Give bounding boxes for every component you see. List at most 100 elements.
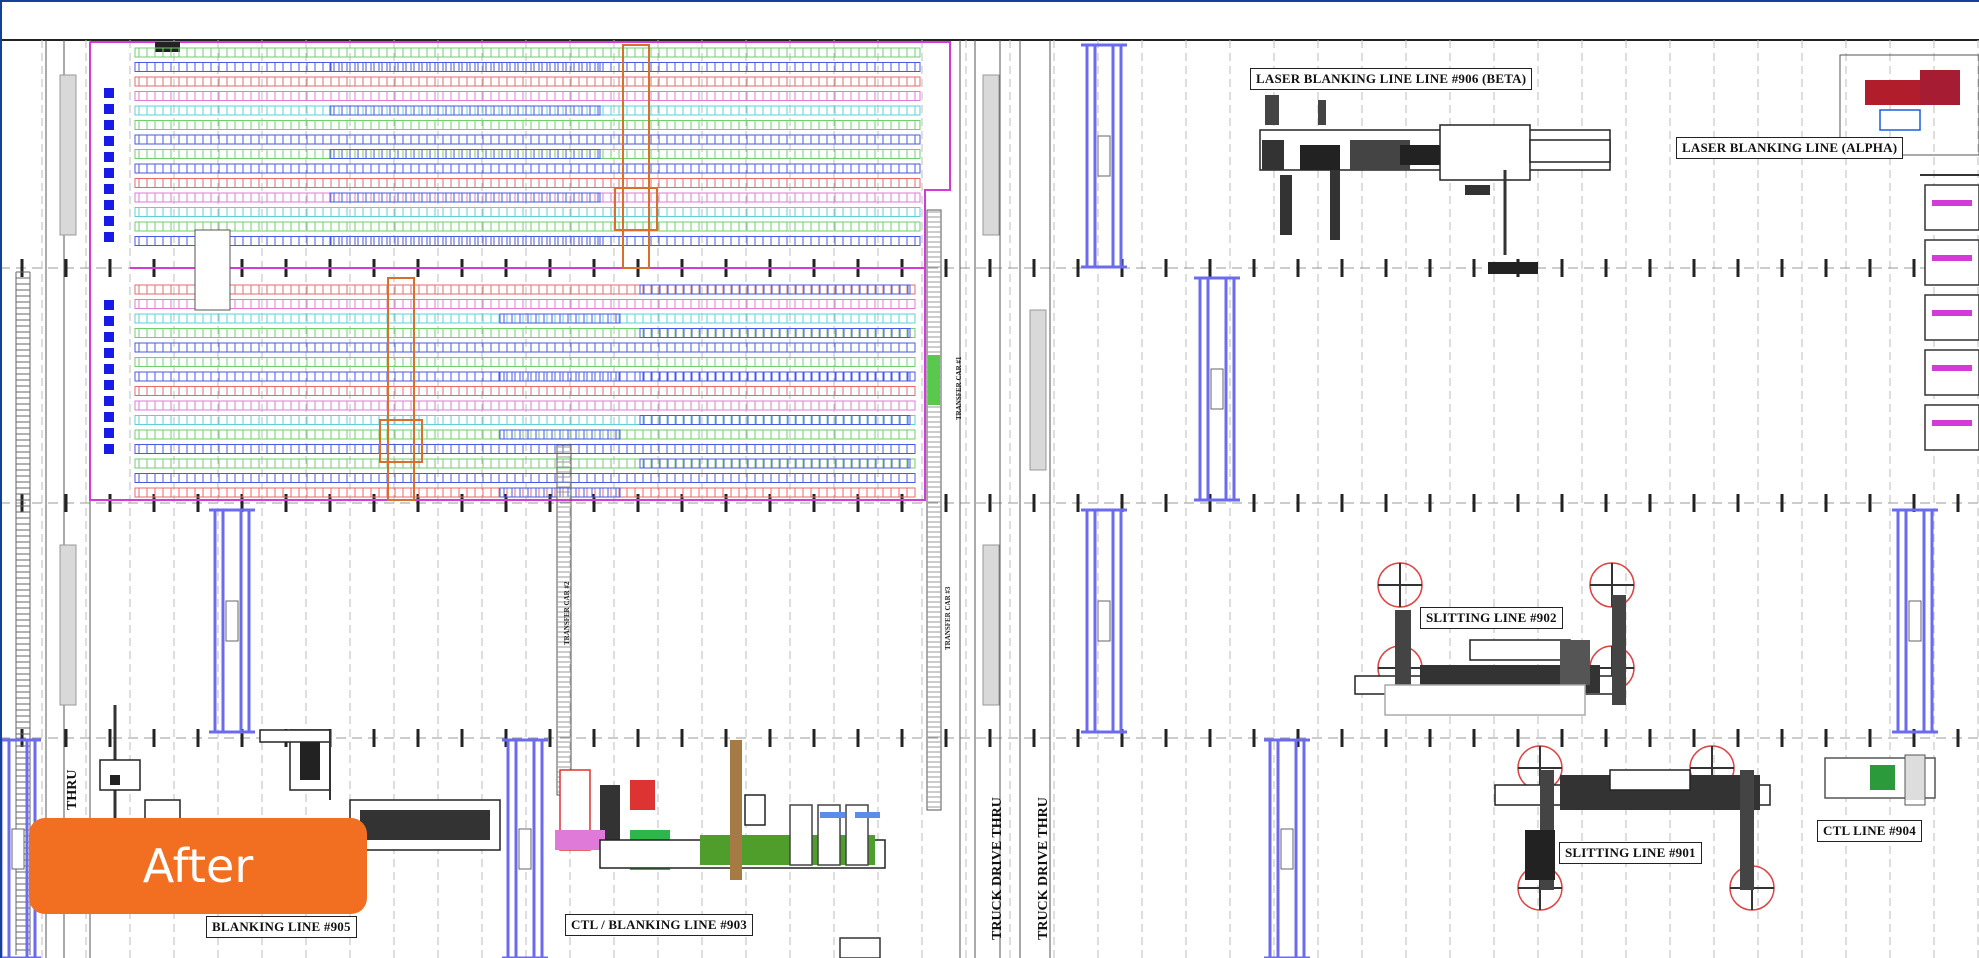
rack-row	[134, 386, 916, 396]
rack-row	[134, 221, 921, 232]
machine-part	[1924, 404, 1979, 451]
column-marker	[1164, 259, 1168, 277]
column-marker	[988, 259, 992, 277]
rack-row	[134, 444, 916, 454]
rack-row	[134, 429, 916, 440]
column-marker	[1780, 494, 1784, 512]
marker-square	[104, 232, 114, 242]
top-margin	[0, 0, 1979, 40]
column-marker	[152, 494, 156, 512]
machine-block	[300, 740, 320, 780]
machine-block	[730, 740, 742, 880]
rack-row	[134, 342, 916, 353]
column-marker	[20, 259, 24, 277]
transfer-car	[928, 355, 940, 405]
column-marker	[1516, 494, 1520, 512]
marker-square	[104, 152, 114, 162]
column-marker	[1208, 729, 1212, 747]
column-marker	[1208, 259, 1212, 277]
label-transfer-car-3: TRANSFER CAR #3	[944, 586, 952, 650]
label-transfer-car-2: TRANSFER CAR #2	[563, 581, 571, 645]
crane-bay	[1896, 508, 1908, 734]
after-badge: After	[29, 818, 367, 914]
storage-border	[89, 41, 951, 501]
column-marker	[680, 729, 684, 747]
column-marker	[504, 729, 508, 747]
machine-part	[1924, 349, 1979, 396]
column-marker	[548, 494, 552, 512]
column-marker	[944, 729, 948, 747]
marker-square	[104, 412, 114, 422]
rack-row	[329, 105, 601, 116]
machine-block	[1300, 145, 1340, 170]
column-marker	[460, 494, 464, 512]
marker-square	[104, 104, 114, 114]
crane-bay	[213, 508, 225, 734]
column-marker	[1384, 259, 1388, 277]
crane-bay	[506, 738, 518, 958]
column-marker	[548, 729, 552, 747]
column-marker	[1032, 494, 1036, 512]
rack-row	[134, 149, 921, 159]
machine-block	[360, 810, 490, 840]
rack-row	[134, 487, 916, 498]
crane-bay-label-box	[518, 828, 532, 870]
machine-block	[1932, 200, 1972, 206]
rack-row	[134, 236, 921, 246]
column-marker	[1648, 494, 1652, 512]
machine-block	[1262, 140, 1284, 170]
machine-part	[817, 804, 841, 866]
column-marker	[1384, 729, 1388, 747]
column-marker	[1208, 494, 1212, 512]
column-marker	[1428, 729, 1432, 747]
column-marker	[20, 729, 24, 747]
rack-row	[134, 284, 916, 295]
column-marker	[1868, 729, 1872, 747]
column-marker	[1956, 729, 1960, 747]
column-marker	[1164, 494, 1168, 512]
marker-square	[104, 168, 114, 178]
column-marker	[1296, 494, 1300, 512]
column-marker	[416, 729, 420, 747]
machine-part	[1469, 639, 1571, 661]
machine-block	[1932, 310, 1972, 316]
column-marker	[1648, 729, 1652, 747]
rack-row	[134, 134, 921, 145]
rack-row	[134, 328, 916, 338]
machine-part	[1924, 184, 1979, 231]
column-marker	[1560, 729, 1564, 747]
column-marker	[1076, 729, 1080, 747]
column-marker	[1516, 729, 1520, 747]
column-marker	[1604, 729, 1608, 747]
column-marker	[724, 494, 728, 512]
crane-bay-label-box	[1097, 135, 1111, 177]
column-marker	[1076, 494, 1080, 512]
column-marker	[1428, 494, 1432, 512]
column-marker	[416, 494, 420, 512]
label-ctl-blanking-903: CTL / BLANKING LINE #903	[565, 914, 754, 936]
column-marker	[900, 494, 904, 512]
dock-block	[59, 544, 77, 706]
column-marker	[1296, 729, 1300, 747]
marker-square	[104, 316, 114, 326]
column-marker	[1692, 494, 1696, 512]
crane-bay	[1085, 43, 1097, 269]
column-marker	[988, 494, 992, 512]
marker-square	[104, 184, 114, 194]
machine-block	[1525, 830, 1555, 880]
rack-controller	[194, 229, 231, 311]
machine-part	[1609, 769, 1691, 791]
crane-bay-label-box	[1280, 828, 1294, 870]
marker-square	[104, 396, 114, 406]
rack-row	[134, 400, 916, 411]
alpha-area	[1839, 54, 1979, 156]
column-marker	[1032, 729, 1036, 747]
machine-block	[820, 812, 845, 818]
rack-row	[639, 415, 911, 425]
column-marker	[636, 729, 640, 747]
column-marker	[240, 494, 244, 512]
machine-block	[630, 780, 655, 810]
machine-part	[1879, 109, 1921, 131]
column-marker	[1736, 494, 1740, 512]
